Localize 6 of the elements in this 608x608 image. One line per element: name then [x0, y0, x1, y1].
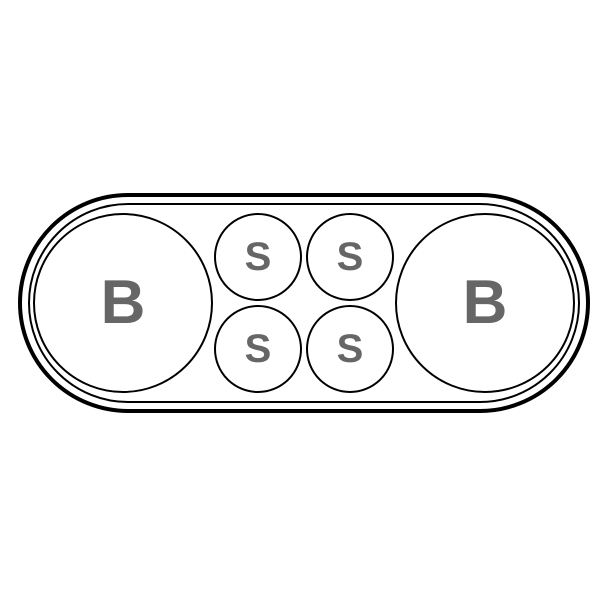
letter-label: B: [100, 272, 146, 334]
letter-label: S: [244, 329, 272, 369]
letter-label: S: [244, 237, 272, 277]
letter-label: S: [336, 329, 364, 369]
letter-label: S: [336, 237, 364, 277]
letter-label: B: [462, 272, 508, 334]
